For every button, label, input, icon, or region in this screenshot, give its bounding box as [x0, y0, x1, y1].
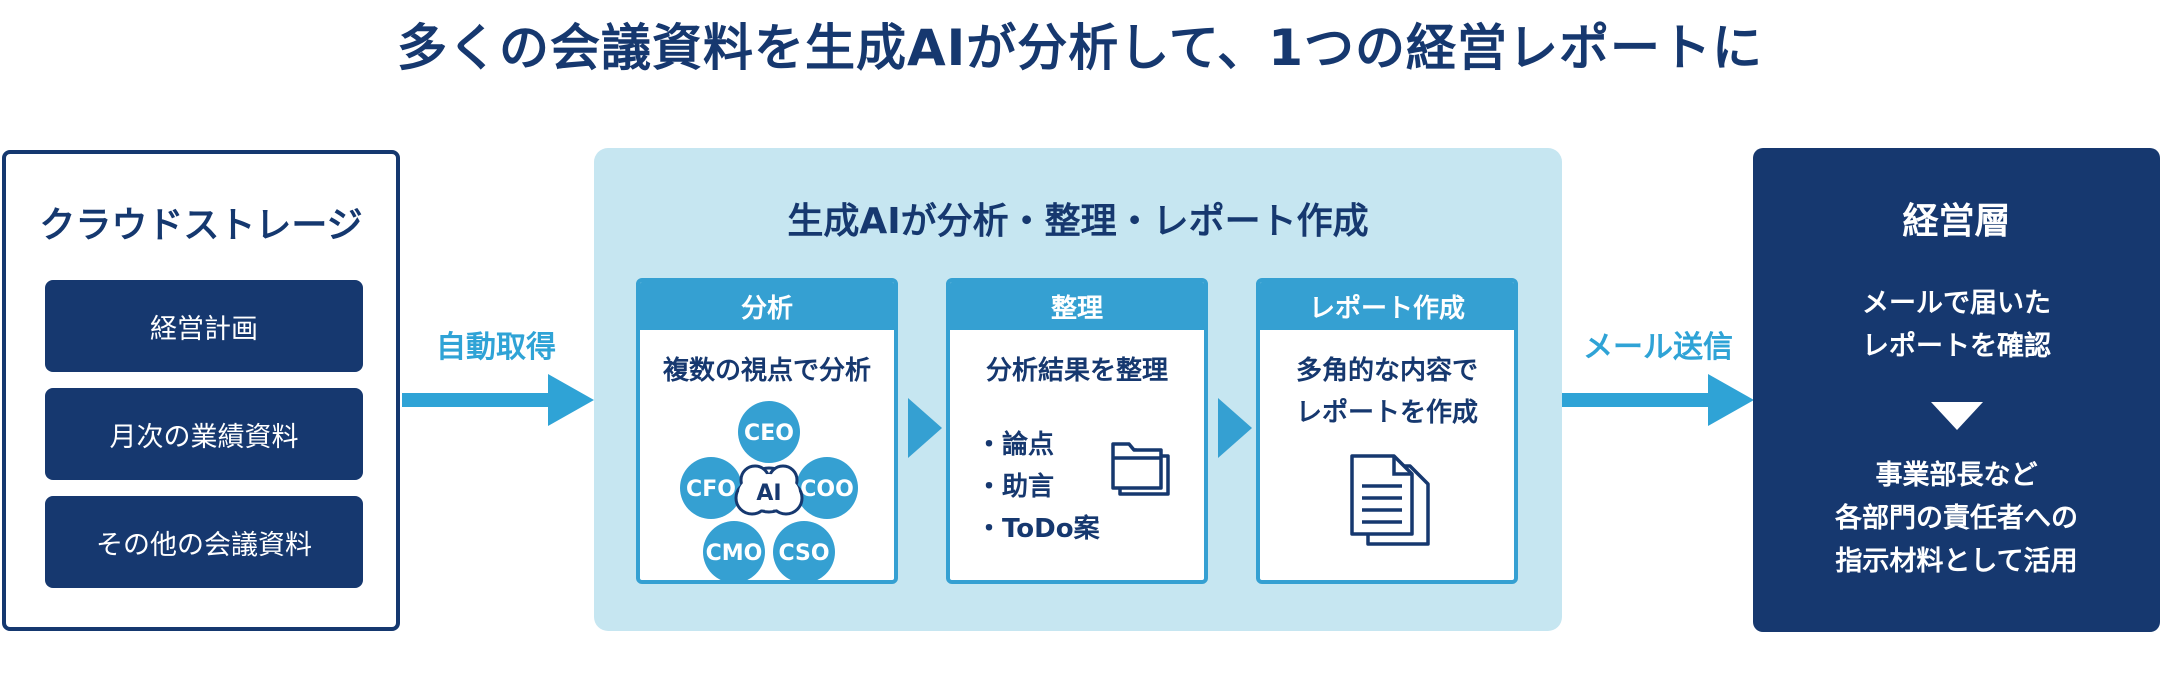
arrow-right-icon [402, 374, 594, 426]
email-send-label: メール送信 [1583, 330, 1733, 365]
documents-icon [1350, 454, 1430, 546]
report-subtitle: 多角的な内容で レポートを作成 [1260, 350, 1514, 434]
doc-monthly-results: 月次の業績資料 [45, 388, 363, 480]
cso-label: CSO [778, 541, 829, 566]
cmo-label: CMO [706, 541, 763, 566]
coo-label: COO [800, 477, 854, 502]
analysis-card: 分析 複数の視点で分析 CEO CFO COO CMO CSO [636, 278, 898, 584]
organize-header: 整理 [950, 282, 1204, 330]
bullet-todo: ・ToDo案 [976, 514, 1100, 544]
cloud-storage-title: クラウドストレージ [39, 205, 363, 246]
down-triangle-icon [1931, 402, 1983, 430]
executive-perspective-diagram: CEO CFO COO CMO CSO AI [680, 401, 858, 580]
exec-text-line2: レポートを確認 [1862, 331, 2051, 362]
arrow-right-icon [1562, 374, 1754, 426]
ai-center-label: AI [756, 481, 781, 506]
report-header: レポート作成 [1260, 282, 1514, 330]
ai-cloud-icon [734, 464, 804, 516]
organize-bullet-list: ・論点 ・助言 ・ToDo案 [976, 424, 1100, 550]
page-title: 多くの会議資料を生成AIが分析して、1つの経営レポートに [396, 19, 1764, 77]
chevron-right-icon [1218, 398, 1252, 458]
exec-text-line1: メールで届いた [1862, 288, 2051, 319]
executives-title: 経営層 [1902, 201, 2011, 242]
bullet-advice: ・助言 [976, 472, 1055, 502]
ai-process-title: 生成AIが分析・整理・レポート作成 [787, 201, 1369, 242]
report-subtitle-line2: レポートを作成 [1295, 398, 1478, 428]
analysis-subtitle: 複数の視点で分析 [662, 356, 871, 386]
folder-icon [1111, 442, 1170, 496]
doc-management-plan: 経営計画 [45, 280, 363, 372]
ai-process-panel: 生成AIが分析・整理・レポート作成 分析 複数の視点で分析 CEO CFO CO… [594, 148, 1562, 631]
bullet-issues: ・論点 [976, 430, 1055, 460]
chevron-right-icon [908, 398, 942, 458]
exec-text-line5: 指示材料として活用 [1835, 546, 2078, 577]
analysis-header: 分析 [640, 282, 894, 330]
doc-other-meetings: その他の会議資料 [45, 496, 363, 588]
exec-text-line3: 事業部長など [1875, 460, 2038, 491]
cfo-label: CFO [686, 477, 736, 502]
report-subtitle-line1: 多角的な内容で [1295, 356, 1478, 386]
cloud-storage-box: クラウドストレージ 経営計画 月次の業績資料 その他の会議資料 [2, 150, 400, 631]
executives-panel: 経営層 メールで届いた レポートを確認 事業部長など 各部門の責任者への 指示材… [1753, 148, 2160, 632]
organize-subtitle: 分析結果を整理 [985, 356, 1168, 386]
exec-text-line4: 各部門の責任者への [1835, 503, 2078, 534]
auto-fetch-label: 自動取得 [436, 330, 556, 365]
organize-card: 整理 分析結果を整理 ・論点 ・助言 ・ToDo案 [946, 278, 1208, 584]
ceo-label: CEO [744, 421, 794, 446]
report-card: レポート作成 多角的な内容で レポートを作成 [1256, 278, 1518, 584]
